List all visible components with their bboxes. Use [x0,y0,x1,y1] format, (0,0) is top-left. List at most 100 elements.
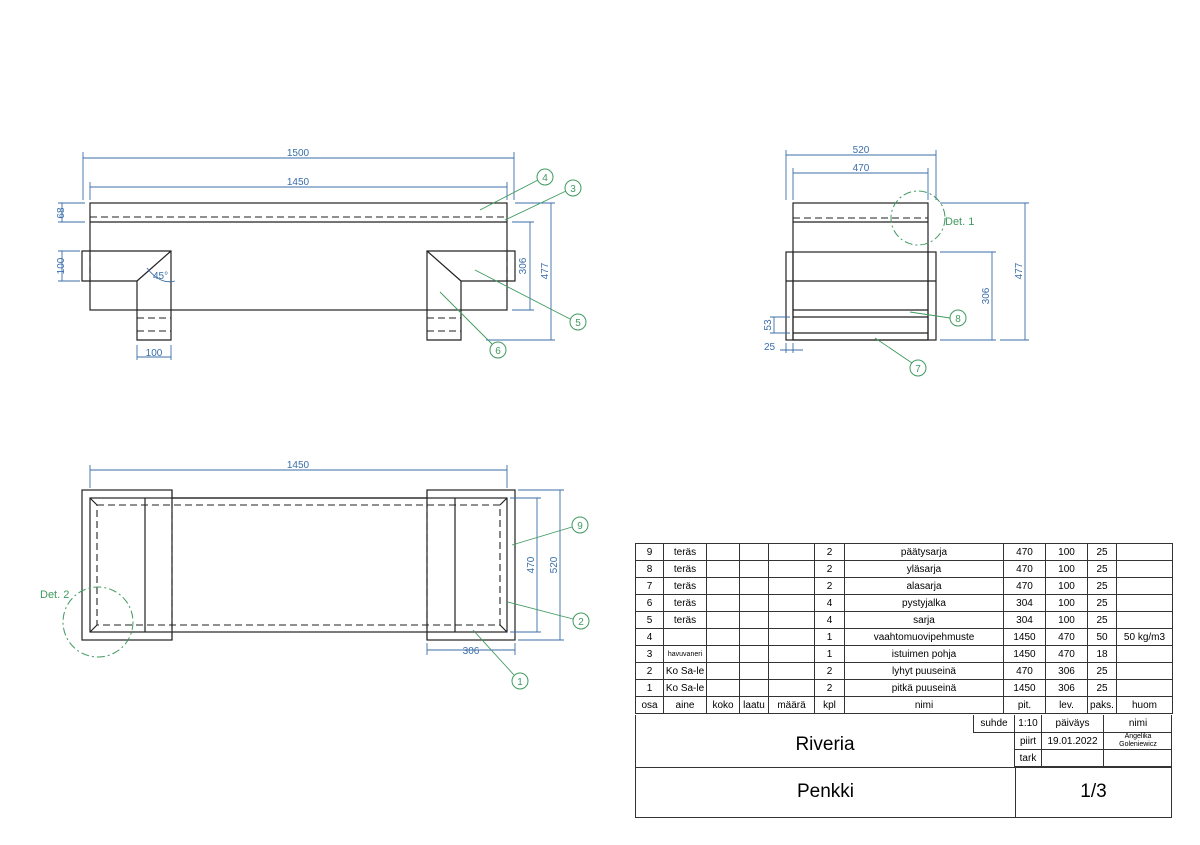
dim-angle: 45° [153,271,168,282]
table-cell: 470 [1045,645,1088,663]
dim-477: 477 [540,262,551,279]
table-cell [739,560,769,578]
top-view: 1450 470 520 306 Det. 2 9 2 1 [40,460,590,690]
table-cell [706,560,740,578]
table-cell: 9 [635,543,664,561]
dim-100-flange: 100 [56,257,67,274]
callout-5: 5 [575,318,581,329]
dim-68: 68 [56,207,67,219]
dim-1500: 1500 [287,148,310,159]
table-cell: 304 [1003,594,1046,612]
dim-520-top: 520 [549,556,560,573]
table-cell: pitkä puuseinä [844,679,1004,697]
dim-306-top: 306 [463,646,480,657]
table-cell: 1450 [1003,628,1046,646]
table-cell [768,679,815,697]
table-cell: 25 [1087,679,1117,697]
table-cell: Ko Sa-le [663,679,707,697]
table-cell: 470 [1003,662,1046,680]
table-cell: lev. [1045,696,1088,714]
table-cell [706,679,740,697]
callout-9: 9 [577,521,583,532]
table-cell: 100 [1045,577,1088,595]
table-cell [739,543,769,561]
date-label: päiväys [1041,715,1103,733]
table-cell [706,577,740,595]
table-cell [768,611,815,629]
table-cell [706,628,740,646]
table-cell: 2 [814,543,845,561]
callout-3: 3 [570,184,576,195]
table-cell: vaahtomuovipehmuste [844,628,1004,646]
dim-53: 53 [763,319,774,331]
table-cell [1116,679,1173,697]
table-cell: 50 kg/m3 [1116,628,1173,646]
table-cell [706,543,740,561]
table-cell: 25 [1087,662,1117,680]
scale-label: suhde [973,715,1014,733]
table-cell [1116,560,1173,578]
divider [636,767,1172,768]
table-cell: laatu [739,696,769,714]
drawn-date: 19.01.2022 [1041,733,1103,750]
detail-1-label: Det. 1 [945,216,974,228]
table-cell: yläsarja [844,560,1004,578]
name-label: nimi [1103,715,1172,733]
dim-1450: 1450 [287,177,310,188]
table-cell [739,594,769,612]
right-leg [426,250,516,341]
table-cell [1116,594,1173,612]
table-cell: alasarja [844,577,1004,595]
detail-2-circle [62,586,134,658]
table-cell [768,628,815,646]
callout-7: 7 [915,364,921,375]
table-cell [1116,662,1173,680]
detail-2-label: Det. 2 [40,589,69,601]
table-cell: sarja [844,611,1004,629]
table-cell: lyhyt puuseinä [844,662,1004,680]
title-block: suhde 1:10 päiväys nimi piirt 19.01.2022… [635,715,1172,818]
front-view: 1500 1450 68 100 100 45° 306 477 4 3 5 6 [56,148,587,360]
table-cell: koko [706,696,740,714]
dim-306-side: 306 [981,287,992,304]
table-cell: istuimen pohja [844,645,1004,663]
table-cell: 304 [1003,611,1046,629]
table-cell: 2 [814,560,845,578]
table-cell [739,662,769,680]
table-cell: havuvaneri [663,645,707,663]
table-cell [768,577,815,595]
table-cell: 2 [814,577,845,595]
detail-1-circle [890,190,946,246]
table-cell: 4 [814,594,845,612]
table-cell: 1 [635,679,664,697]
table-cell: 25 [1087,594,1117,612]
side-view: 520 470 306 477 53 25 Det. 1 8 7 [763,145,1029,377]
table-cell [739,611,769,629]
table-cell: 50 [1087,628,1117,646]
table-cell: 2 [814,679,845,697]
table-cell [768,645,815,663]
table-cell: 25 [1087,560,1117,578]
table-cell [739,679,769,697]
dim-100-leg: 100 [146,348,163,359]
table-cell: 5 [635,611,664,629]
table-cell: paks. [1087,696,1117,714]
dim-470: 470 [853,163,870,174]
table-cell: 1 [814,645,845,663]
table-cell [706,611,740,629]
dim-306: 306 [518,257,529,274]
drawing-title: Penkki [796,781,855,802]
table-cell: 2 [814,662,845,680]
table-cell [768,594,815,612]
table-cell: teräs [663,611,707,629]
table-cell: 18 [1087,645,1117,663]
